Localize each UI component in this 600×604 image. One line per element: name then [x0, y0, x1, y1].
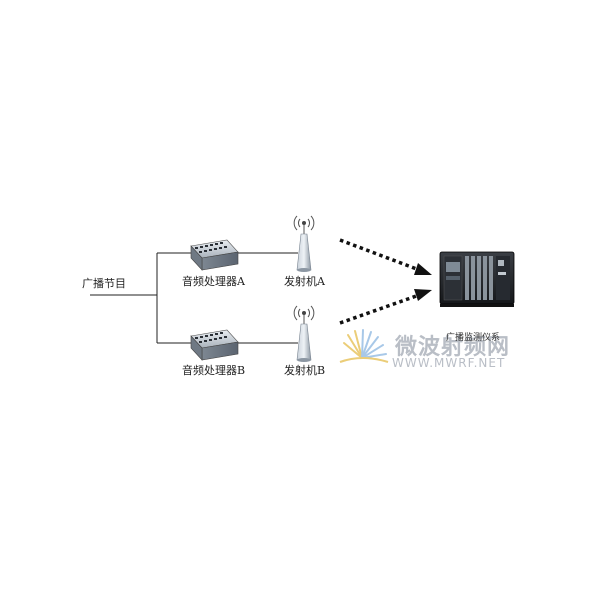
monitor-rack-icon: [439, 251, 515, 307]
watermark-cn: 微波射频网: [395, 335, 511, 360]
audio-processor-a-icon: [190, 239, 239, 271]
wiring: [90, 252, 298, 344]
audio-processor-b-icon: [190, 329, 239, 361]
watermark-logo-icon: [339, 329, 389, 363]
processor-a-label: 音频处理器A: [182, 275, 245, 288]
processor-b-label: 音频处理器B: [182, 364, 246, 377]
signal-arrow-b: [339, 289, 432, 325]
transmitter-b-label: 发射机B: [284, 364, 326, 377]
receiver-label: 广播监测仪系: [446, 333, 501, 343]
transmitter-a-label: 发射机A: [284, 275, 325, 288]
watermark-url: WWW.MWRF.NET: [392, 356, 506, 370]
signal-arrow-a: [339, 238, 432, 275]
transmitter-a-icon: [293, 215, 315, 272]
source-label: 广播节目: [82, 277, 126, 290]
transmitter-b-icon: [293, 305, 315, 362]
